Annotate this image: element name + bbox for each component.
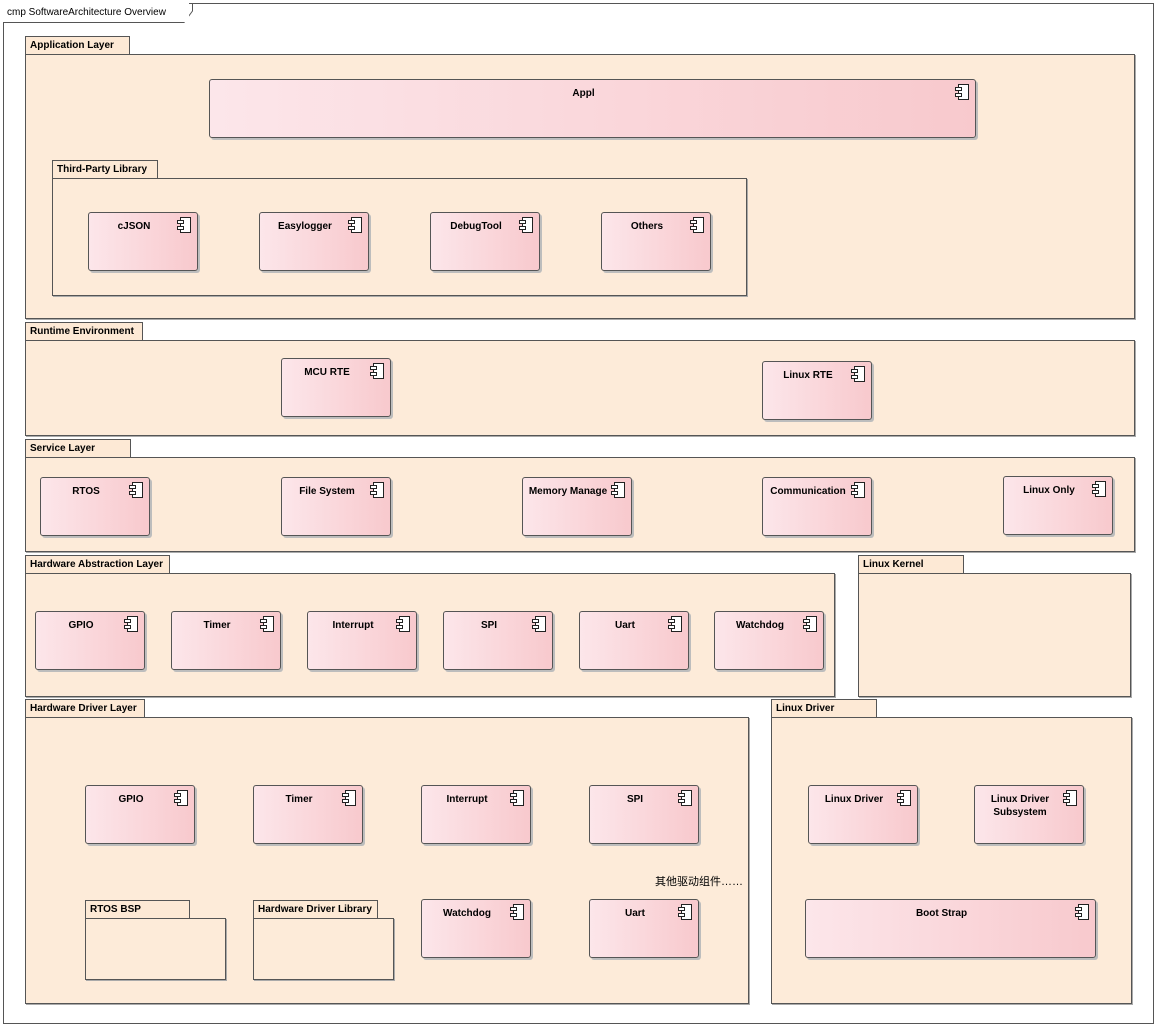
component-icon (611, 482, 625, 498)
component-label: Boot Strap (915, 908, 968, 919)
package-linux-driver[interactable] (771, 717, 1132, 1004)
package-tab-hardware-abstraction-layer: Hardware Abstraction Layer (25, 555, 170, 573)
component-cjson[interactable]: cJSON (88, 212, 198, 271)
component-icon (510, 790, 524, 806)
component-drv-gpio[interactable]: GPIO (85, 785, 195, 844)
component-label: Linux Driver (824, 794, 884, 805)
component-icon (1063, 790, 1077, 806)
component-icon (678, 904, 692, 920)
component-label: Interrupt (332, 620, 374, 631)
component-mcu-rte[interactable]: MCU RTE (281, 358, 391, 417)
package-tab-application-layer: Application Layer (25, 36, 130, 54)
component-linux-only[interactable]: Linux Only (1003, 476, 1113, 535)
package-rtos-bsp[interactable] (85, 918, 226, 980)
component-icon (396, 616, 410, 632)
component-icon (678, 790, 692, 806)
component-hal-interrupt[interactable]: Interrupt (307, 611, 417, 670)
component-label: File System (299, 486, 355, 497)
component-label: MCU RTE (304, 367, 350, 378)
component-boot-strap[interactable]: Boot Strap (805, 899, 1096, 958)
component-label: Uart (614, 620, 635, 631)
component-icon (668, 616, 682, 632)
component-label: SPI (626, 794, 644, 805)
component-easylogger[interactable]: Easylogger (259, 212, 369, 271)
component-label: DebugTool (450, 221, 502, 232)
package-tab-service-layer: Service Layer (25, 439, 131, 457)
component-hal-gpio[interactable]: GPIO (35, 611, 145, 670)
component-icon (955, 84, 969, 100)
package-tab-rtos-bsp: RTOS BSP (85, 900, 190, 918)
package-tab-runtime-environment: Runtime Environment (25, 322, 143, 340)
component-label: cJSON (117, 221, 151, 232)
component-label: GPIO (118, 794, 144, 805)
component-label: Appl (572, 88, 595, 99)
package-tab-linux-kernel: Linux Kernel (858, 555, 964, 573)
component-memory-manage[interactable]: Memory Manage (522, 477, 632, 536)
component-appl[interactable]: Appl (209, 79, 976, 138)
component-icon (532, 616, 546, 632)
component-linux-driver-subsystem[interactable]: Linux Driver Subsystem (974, 785, 1084, 844)
component-label: Linux Driver Subsystem (990, 794, 1050, 818)
component-hal-spi[interactable]: SPI (443, 611, 553, 670)
component-drv-spi[interactable]: SPI (589, 785, 699, 844)
component-others[interactable]: Others (601, 212, 711, 271)
component-label: SPI (480, 620, 498, 631)
component-icon (1092, 481, 1106, 497)
package-tab-linux-driver: Linux Driver (771, 699, 877, 717)
component-label: Others (630, 221, 664, 232)
component-drv-interrupt[interactable]: Interrupt (421, 785, 531, 844)
package-linux-kernel[interactable] (858, 573, 1131, 697)
component-icon (342, 790, 356, 806)
component-label: Memory Manage (528, 486, 608, 497)
diagram-title: cmp SoftwareArchitecture Overview (3, 3, 189, 22)
component-drv-uart[interactable]: Uart (589, 899, 699, 958)
other-drivers-note: 其他驱动组件…… (655, 876, 743, 888)
component-debugtool[interactable]: DebugTool (430, 212, 540, 271)
component-label: Linux RTE (783, 370, 833, 381)
component-icon (897, 790, 911, 806)
component-linux-driver[interactable]: Linux Driver (808, 785, 918, 844)
component-file-system[interactable]: File System (281, 477, 391, 536)
component-label: Easylogger (278, 221, 332, 232)
component-icon (803, 616, 817, 632)
component-label: Watchdog (443, 908, 491, 919)
component-label: Timer (285, 794, 313, 805)
component-icon (1075, 904, 1089, 920)
component-linux-rte[interactable]: Linux RTE (762, 361, 872, 420)
component-icon (260, 616, 274, 632)
component-label: Uart (624, 908, 645, 919)
component-icon (851, 366, 865, 382)
package-runtime-environment[interactable] (25, 340, 1135, 436)
component-communication[interactable]: Communication (762, 477, 872, 536)
component-icon (370, 482, 384, 498)
component-label: Linux Only (1023, 485, 1075, 496)
component-icon (348, 217, 362, 233)
package-tab-hardware-driver-library: Hardware Driver Library (253, 900, 378, 918)
component-hal-uart[interactable]: Uart (579, 611, 689, 670)
component-icon (124, 616, 138, 632)
component-label: Watchdog (736, 620, 784, 631)
component-hal-watchdog[interactable]: Watchdog (714, 611, 824, 670)
component-icon (174, 790, 188, 806)
package-hardware-abstraction-layer[interactable] (25, 573, 835, 697)
component-label: Interrupt (446, 794, 488, 805)
component-label: Timer (203, 620, 231, 631)
component-hal-timer[interactable]: Timer (171, 611, 281, 670)
component-rtos[interactable]: RTOS (40, 477, 150, 536)
component-label: Communication (770, 486, 846, 497)
component-icon (851, 482, 865, 498)
component-label: RTOS (72, 486, 100, 497)
component-label: GPIO (68, 620, 94, 631)
component-icon (519, 217, 533, 233)
component-icon (177, 217, 191, 233)
component-icon (690, 217, 704, 233)
package-tab-hardware-driver-layer: Hardware Driver Layer (25, 699, 145, 717)
package-tab-third-party-library: Third-Party Library (52, 160, 158, 178)
component-drv-timer[interactable]: Timer (253, 785, 363, 844)
component-icon (370, 363, 384, 379)
component-drv-watchdog[interactable]: Watchdog (421, 899, 531, 958)
package-hardware-driver-library[interactable] (253, 918, 394, 980)
component-icon (510, 904, 524, 920)
component-icon (129, 482, 143, 498)
